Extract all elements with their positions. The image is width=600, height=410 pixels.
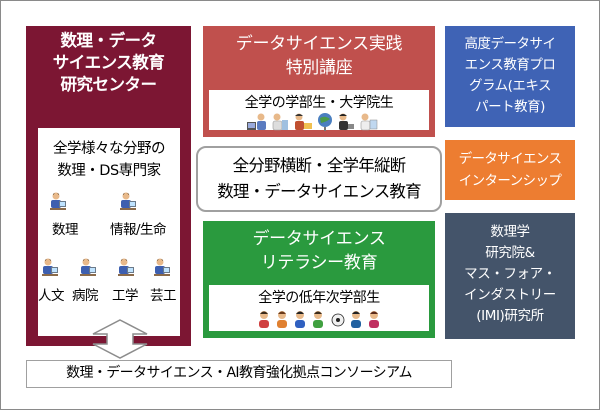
practical-course-audience-box: 全学の学部生・大学院生: [209, 90, 429, 131]
person-at-computer-icon: [120, 192, 136, 210]
advanced-program-line: 高度データサイ: [464, 36, 557, 52]
cross-disciplinary-text: 全分野横断・全学年縦断 数理・データサイエンス教育: [198, 153, 440, 205]
practical-course-title: データサイエンス実践 特別講座: [203, 32, 435, 80]
literacy-education-title: データサイエンス リテラシー教育: [203, 227, 435, 275]
literacy-education-panel: データサイエンス リテラシー教育 全学の低年次学部生: [203, 221, 435, 338]
students-group-icon: [259, 311, 379, 328]
cross-disciplinary-box: 全分野横断・全学年縦断 数理・データサイエンス教育: [196, 146, 442, 212]
consortium-bar: 数理・データサイエンス・AI教育強化拠点コンソーシアム: [26, 360, 452, 388]
person-at-computer-icon: [50, 192, 66, 210]
research-center-title-line: 数理・データ: [60, 31, 158, 50]
person-at-computer-icon: [154, 258, 170, 276]
cross-disciplinary-line: 数理・データサイエンス教育: [217, 182, 421, 201]
imi-institute-line: 研究院&: [485, 245, 535, 261]
field-label-info-bio: 情報/生命: [110, 222, 167, 238]
internship-line: データサイエンス: [458, 151, 562, 167]
imi-institute-line: インダストリー: [464, 287, 556, 303]
person-at-computer-icon: [118, 258, 134, 276]
literacy-education-title-line: データサイエンス: [252, 229, 386, 249]
cross-disciplinary-line: 全分野横断・全学年縦断: [232, 156, 407, 175]
research-center-title-line: サイエンス教育: [52, 53, 165, 72]
research-center-title-line: 研究センター: [60, 75, 158, 94]
research-center-panel: 数理・データ サイエンス教育 研究センター 全学様々な分野の 数理・DS専門家 …: [26, 26, 191, 346]
experts-title: 全学様々な分野の 数理・DS専門家: [38, 138, 180, 182]
imi-institute-line: 数理学: [490, 224, 530, 240]
experts-box: 全学様々な分野の 数理・DS専門家 数理 情報/生命: [38, 128, 180, 336]
field-label-math: 数理: [52, 222, 79, 238]
double-arrow-icon: [92, 319, 148, 359]
field-label-humanities: 人文: [38, 288, 65, 304]
students-at-computers-icon: [247, 113, 378, 131]
advanced-program-line: パート教育): [475, 99, 545, 115]
experts-title-line: 数理・DS専門家: [57, 163, 161, 179]
practical-course-title-line: データサイエンス実践: [235, 34, 403, 54]
field-label-engineering: 工学: [112, 288, 139, 304]
person-at-computer-icon: [80, 258, 96, 276]
experts-title-line: 全学様々な分野の: [53, 141, 166, 157]
internship-line: インターンシップ: [458, 173, 562, 189]
advanced-program-block: 高度データサイ エンス教育プロ グラム(エキス パート教育): [445, 26, 575, 127]
practical-course-audience: 全学の学部生・大学院生: [244, 95, 394, 111]
advanced-program-line: グラム(エキス: [469, 78, 551, 94]
literacy-audience: 全学の低年次学部生: [258, 290, 380, 306]
person-at-computer-icon: [42, 258, 58, 276]
internship-block: データサイエンス インターンシップ: [445, 140, 575, 200]
field-label-hospital: 病院: [72, 288, 99, 304]
field-label-design: 芸工: [150, 288, 177, 304]
practical-course-title-line: 特別講座: [285, 58, 353, 78]
imi-institute-line: (IMI)研究所: [476, 308, 544, 324]
imi-institute-line: マス・フォア・: [464, 266, 556, 282]
practical-course-panel: データサイエンス実践 特別講座 全学の学部生・大学院生: [203, 26, 435, 137]
advanced-program-line: エンス教育プロ: [464, 57, 556, 73]
literacy-audience-box: 全学の低年次学部生: [209, 285, 429, 331]
research-center-title: 数理・データ サイエンス教育 研究センター: [26, 30, 191, 96]
literacy-education-title-line: リテラシー教育: [260, 253, 378, 273]
imi-institute-block: 数理学 研究院& マス・フォア・ インダストリー (IMI)研究所: [445, 213, 575, 339]
